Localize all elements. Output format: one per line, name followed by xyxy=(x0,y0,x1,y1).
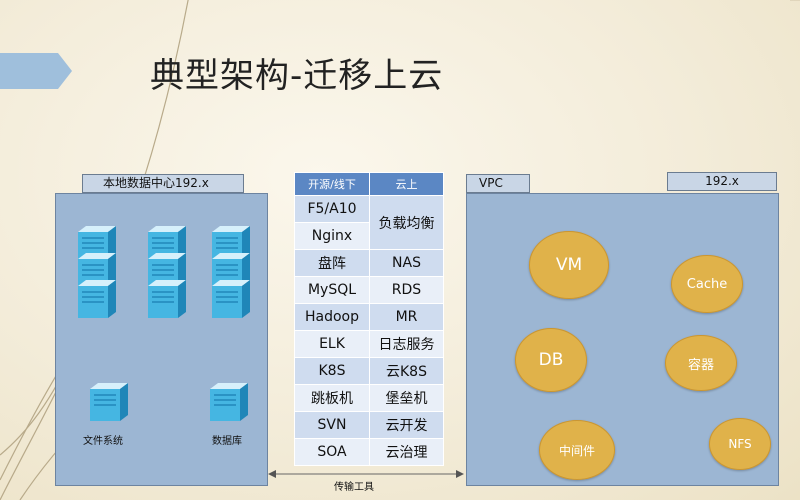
table-cell: 云治理 xyxy=(369,438,444,466)
service-container: 容器 xyxy=(665,335,737,391)
table-row: SVN 云开发 xyxy=(294,411,444,439)
double-arrow-icon xyxy=(268,470,464,478)
table-cell: MR xyxy=(369,303,444,331)
service-db: DB xyxy=(515,328,587,392)
table-cell: 跳板机 xyxy=(294,384,370,412)
table-cell: 盘阵 xyxy=(294,249,370,277)
local-dc-label: 本地数据中心192.x xyxy=(82,174,244,193)
table-cell: 云开发 xyxy=(369,411,444,439)
table-cell: 负载均衡 xyxy=(369,195,444,250)
table-row: Nginx xyxy=(294,222,444,250)
table-header-cloud: 云上 xyxy=(369,172,444,196)
page-title: 典型架构-迁移上云 xyxy=(150,56,444,96)
table-row: ELK 日志服务 xyxy=(294,330,444,358)
table-cell: F5/A10 xyxy=(294,195,370,223)
arrow-tab-icon xyxy=(0,53,72,89)
server-icon xyxy=(74,276,118,320)
service-middleware: 中间件 xyxy=(539,420,615,480)
table-row: K8S 云K8S xyxy=(294,357,444,385)
server-icon xyxy=(144,276,188,320)
table-cell: RDS xyxy=(369,276,444,304)
table-cell: SOA xyxy=(294,438,370,466)
table-cell: Nginx xyxy=(294,222,370,250)
service-cache: Cache xyxy=(671,255,743,313)
file-system-label: 文件系统 xyxy=(83,436,123,447)
service-vm: VM xyxy=(529,231,609,299)
table-row: SOA 云治理 xyxy=(294,438,444,466)
storage-server-icon xyxy=(206,379,250,423)
storage-server-icon xyxy=(86,379,130,423)
table-cell: SVN xyxy=(294,411,370,439)
service-nfs: NFS xyxy=(709,418,771,470)
vpc-panel: VM Cache DB 容器 中间件 NFS xyxy=(466,193,779,486)
table-cell: Hadoop xyxy=(294,303,370,331)
table-row: 跳板机 堡垒机 xyxy=(294,384,444,412)
database-label: 数据库 xyxy=(212,436,242,447)
transfer-tool-label: 传输工具 xyxy=(334,482,374,493)
table-row: Hadoop MR xyxy=(294,303,444,331)
table-cell: K8S xyxy=(294,357,370,385)
table-cell: 堡垒机 xyxy=(369,384,444,412)
table-header-offline: 开源/线下 xyxy=(294,172,370,196)
server-icon xyxy=(208,276,252,320)
table-cell: 云K8S xyxy=(369,357,444,385)
vpc-label: VPC xyxy=(466,174,530,193)
table-cell: MySQL xyxy=(294,276,370,304)
local-dc-panel: 文件系统 数据库 xyxy=(55,193,268,486)
table-row: F5/A10 负载均衡 xyxy=(294,195,444,250)
table-cell: NAS xyxy=(369,249,444,277)
table-row: 盘阵 NAS xyxy=(294,249,444,277)
vpc-ip-label: 192.x xyxy=(667,172,777,191)
table-cell: 日志服务 xyxy=(369,330,444,358)
mapping-table: 开源/线下 云上 F5/A10 负载均衡 Nginx 盘阵 NAS MySQL … xyxy=(294,172,444,466)
table-row: MySQL RDS xyxy=(294,276,444,304)
table-cell: ELK xyxy=(294,330,370,358)
